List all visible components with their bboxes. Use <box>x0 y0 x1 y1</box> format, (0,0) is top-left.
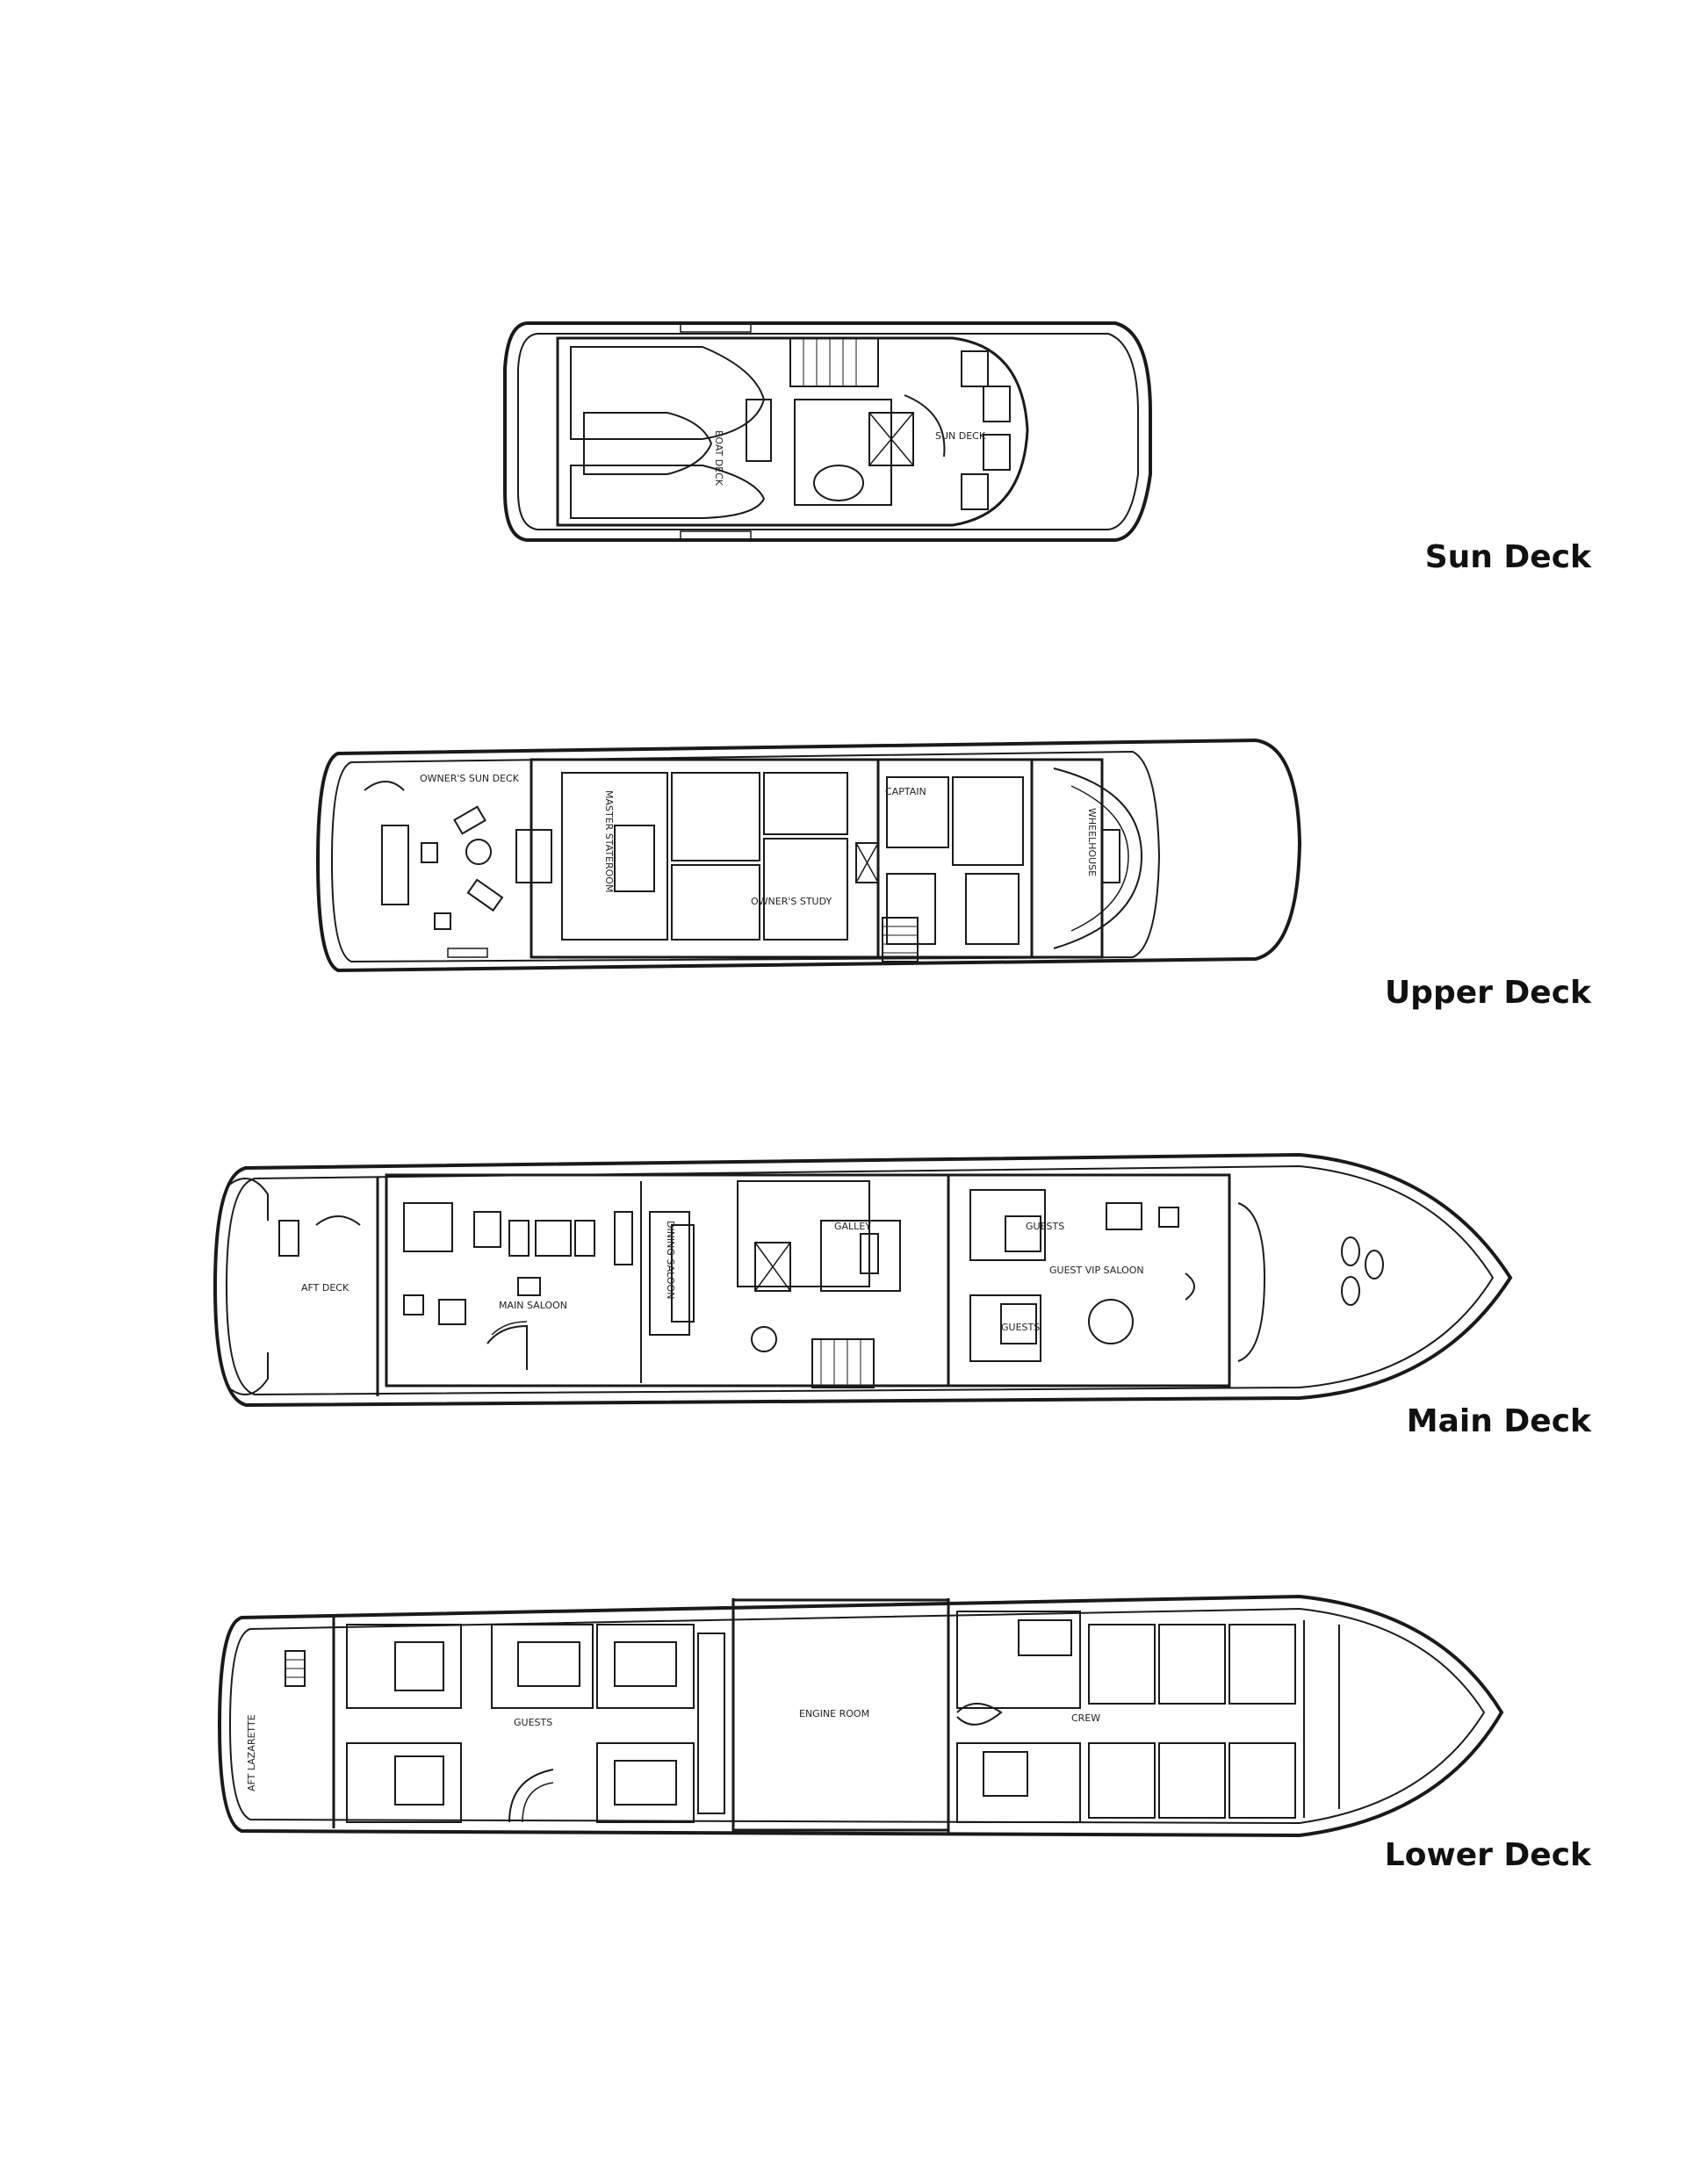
upper-deck-room-master-stateroom: MASTER STATEROOM <box>603 790 615 892</box>
lower-deck-room-aft-lazarette: AFT LAZARETTE <box>246 1714 257 1791</box>
upper-deck-room-wheelhouse: WHEELHOUSE <box>1086 808 1098 876</box>
main-deck-room-guest-vip-saloon: GUEST VIP SALOON <box>1049 1265 1144 1276</box>
main-deck-room-guests-upper: GUESTS <box>1026 1221 1064 1232</box>
sun-deck-label: Sun Deck <box>1424 539 1591 575</box>
lower-deck-room-crew: CREW <box>1071 1712 1100 1724</box>
sun-deck-room-sun-deck: SUN DECK <box>935 430 986 442</box>
main-deck-room-guests-lower: GUESTS <box>1001 1322 1040 1333</box>
upper-deck-room-owners-study: OWNER'S STUDY <box>751 896 832 907</box>
upper-deck-label: Upper Deck <box>1384 975 1591 1011</box>
main-deck-room-galley: GALLEY <box>834 1221 871 1232</box>
main-deck-room-dining-saloon: DINING SALOON <box>665 1221 676 1299</box>
main-deck-room-aft-deck: AFT DECK <box>301 1282 349 1294</box>
lower-deck-room-guests: GUESTS <box>514 1717 552 1728</box>
main-deck-label: Main Deck <box>1406 1403 1591 1439</box>
main-deck-room-main-saloon: MAIN SALOON <box>499 1300 567 1311</box>
lower-deck-label: Lower Deck <box>1384 1837 1591 1873</box>
upper-deck-room-captain: CAPTAIN <box>885 786 926 797</box>
lower-deck-room-engine-room: ENGINE ROOM <box>799 1708 869 1719</box>
sun-deck-room-boat-deck: BOAT DECK <box>713 430 724 487</box>
upper-deck-room-owners-sun-deck: OWNER'S SUN DECK <box>420 773 520 784</box>
